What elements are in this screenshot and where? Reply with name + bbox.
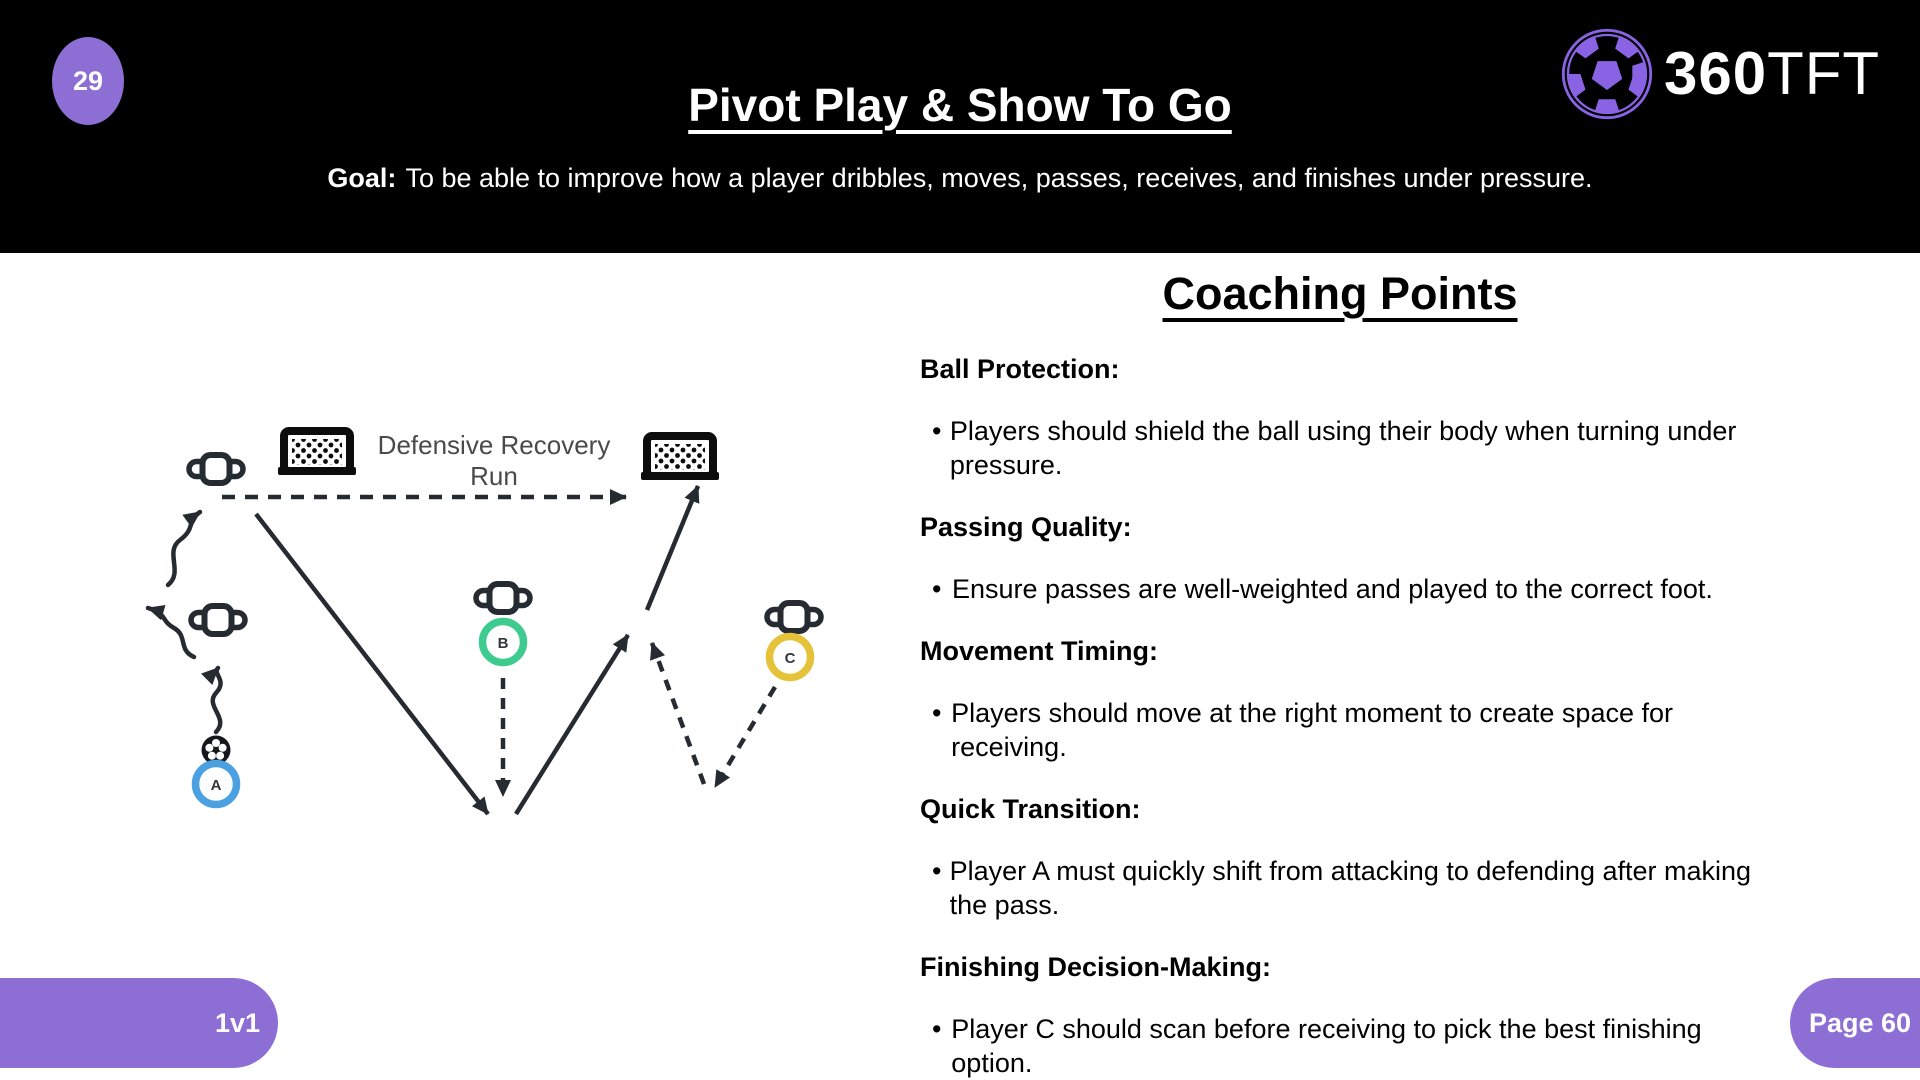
dribble-arrow bbox=[201, 665, 223, 735]
bullet-dot: • bbox=[932, 1014, 942, 1044]
mini-goal-icon bbox=[641, 436, 719, 480]
goal-line: Goal: To be able to improve how a player … bbox=[0, 160, 1920, 196]
bullet-text: Players should shield the ball using the… bbox=[949, 416, 1737, 480]
coaching-section: Movement Timing: • Players should move a… bbox=[920, 634, 1760, 764]
player-b-label: B bbox=[498, 635, 509, 652]
mannequin-icon bbox=[189, 455, 243, 483]
dribble-arrow bbox=[165, 509, 203, 588]
logo-number: 360 bbox=[1664, 40, 1768, 107]
run-arrow bbox=[713, 685, 777, 789]
player-marker-b: B bbox=[478, 617, 528, 667]
coaching-points-heading: Coaching Points bbox=[1162, 268, 1518, 319]
bullet-item: • Player A must quickly shift from attac… bbox=[920, 854, 1760, 922]
coaching-section: Quick Transition: • Player A must quickl… bbox=[920, 792, 1760, 922]
player-marker-a: A bbox=[191, 759, 241, 809]
section-heading: Finishing Decision-Making: bbox=[920, 952, 1272, 982]
bullet-dot: • bbox=[932, 574, 942, 604]
dribble-arrow bbox=[145, 604, 197, 660]
mannequin-icon bbox=[767, 603, 821, 631]
pass-arrow bbox=[514, 633, 630, 816]
pass-arrow bbox=[254, 512, 490, 816]
section-heading: Movement Timing: bbox=[920, 636, 1159, 666]
coaching-section: Finishing Decision-Making: • Player C sh… bbox=[920, 950, 1760, 1080]
bullet-dot: • bbox=[932, 416, 942, 446]
goal-text: To be able to improve how a player dribb… bbox=[405, 163, 1593, 193]
player-a-label: A bbox=[211, 777, 222, 794]
tactics-diagram: Defensive Recovery Run A B C bbox=[145, 410, 860, 816]
bullet-text: Player A must quickly shift from attacki… bbox=[949, 856, 1752, 920]
coaching-section: Ball Protection: • Players should shield… bbox=[920, 352, 1760, 482]
diagram-label-line2: Run bbox=[470, 461, 518, 491]
bullet-dot: • bbox=[932, 856, 942, 886]
player-marker-c: C bbox=[765, 632, 815, 682]
footer-category-pill: 1v1 bbox=[0, 978, 278, 1068]
mini-goal-icon bbox=[278, 431, 356, 475]
section-heading: Passing Quality: bbox=[920, 512, 1132, 542]
run-arrow bbox=[649, 642, 707, 785]
logo-text: 360TFT bbox=[1664, 27, 1880, 121]
soccer-ball-icon bbox=[1561, 28, 1653, 120]
bullet-dot: • bbox=[932, 698, 942, 728]
bullet-text: Players should move at the right moment … bbox=[951, 698, 1673, 762]
bullet-text: Ensure passes are well-weighted and play… bbox=[952, 574, 1713, 604]
coaching-section: Passing Quality: • Ensure passes are wel… bbox=[920, 510, 1760, 606]
footer-page-pill: Page 60 bbox=[1790, 978, 1920, 1068]
bullet-text: Player C should scan before receiving to… bbox=[951, 1014, 1702, 1078]
logo-suffix: TFT bbox=[1767, 40, 1881, 107]
header: 29 Pivot Play & Show To Go Goal: To be ab… bbox=[0, 0, 1920, 253]
diagram-label-line1: Defensive Recovery bbox=[378, 430, 611, 460]
bullet-item: • Player C should scan before receiving … bbox=[920, 1012, 1760, 1080]
bullet-item: • Ensure passes are well-weighted and pl… bbox=[920, 572, 1760, 606]
page-number-badge: 29 bbox=[52, 37, 124, 125]
section-heading: Ball Protection: bbox=[920, 354, 1120, 384]
brand-logo: 360TFT bbox=[1560, 27, 1880, 121]
bullet-item: • Players should shield the ball using t… bbox=[920, 414, 1760, 482]
shot-arrow bbox=[644, 485, 701, 611]
mannequin-icon bbox=[191, 606, 245, 634]
section-heading: Quick Transition: bbox=[920, 794, 1141, 824]
coaching-points: Coaching Points Ball Protection: • Playe… bbox=[920, 266, 1760, 1080]
bullet-item: • Players should move at the right momen… bbox=[920, 696, 1760, 764]
player-c-label: C bbox=[785, 650, 796, 667]
goal-label: Goal: bbox=[327, 163, 397, 193]
mannequin-icon bbox=[476, 584, 530, 612]
page-title: Pivot Play & Show To Go bbox=[688, 79, 1232, 131]
